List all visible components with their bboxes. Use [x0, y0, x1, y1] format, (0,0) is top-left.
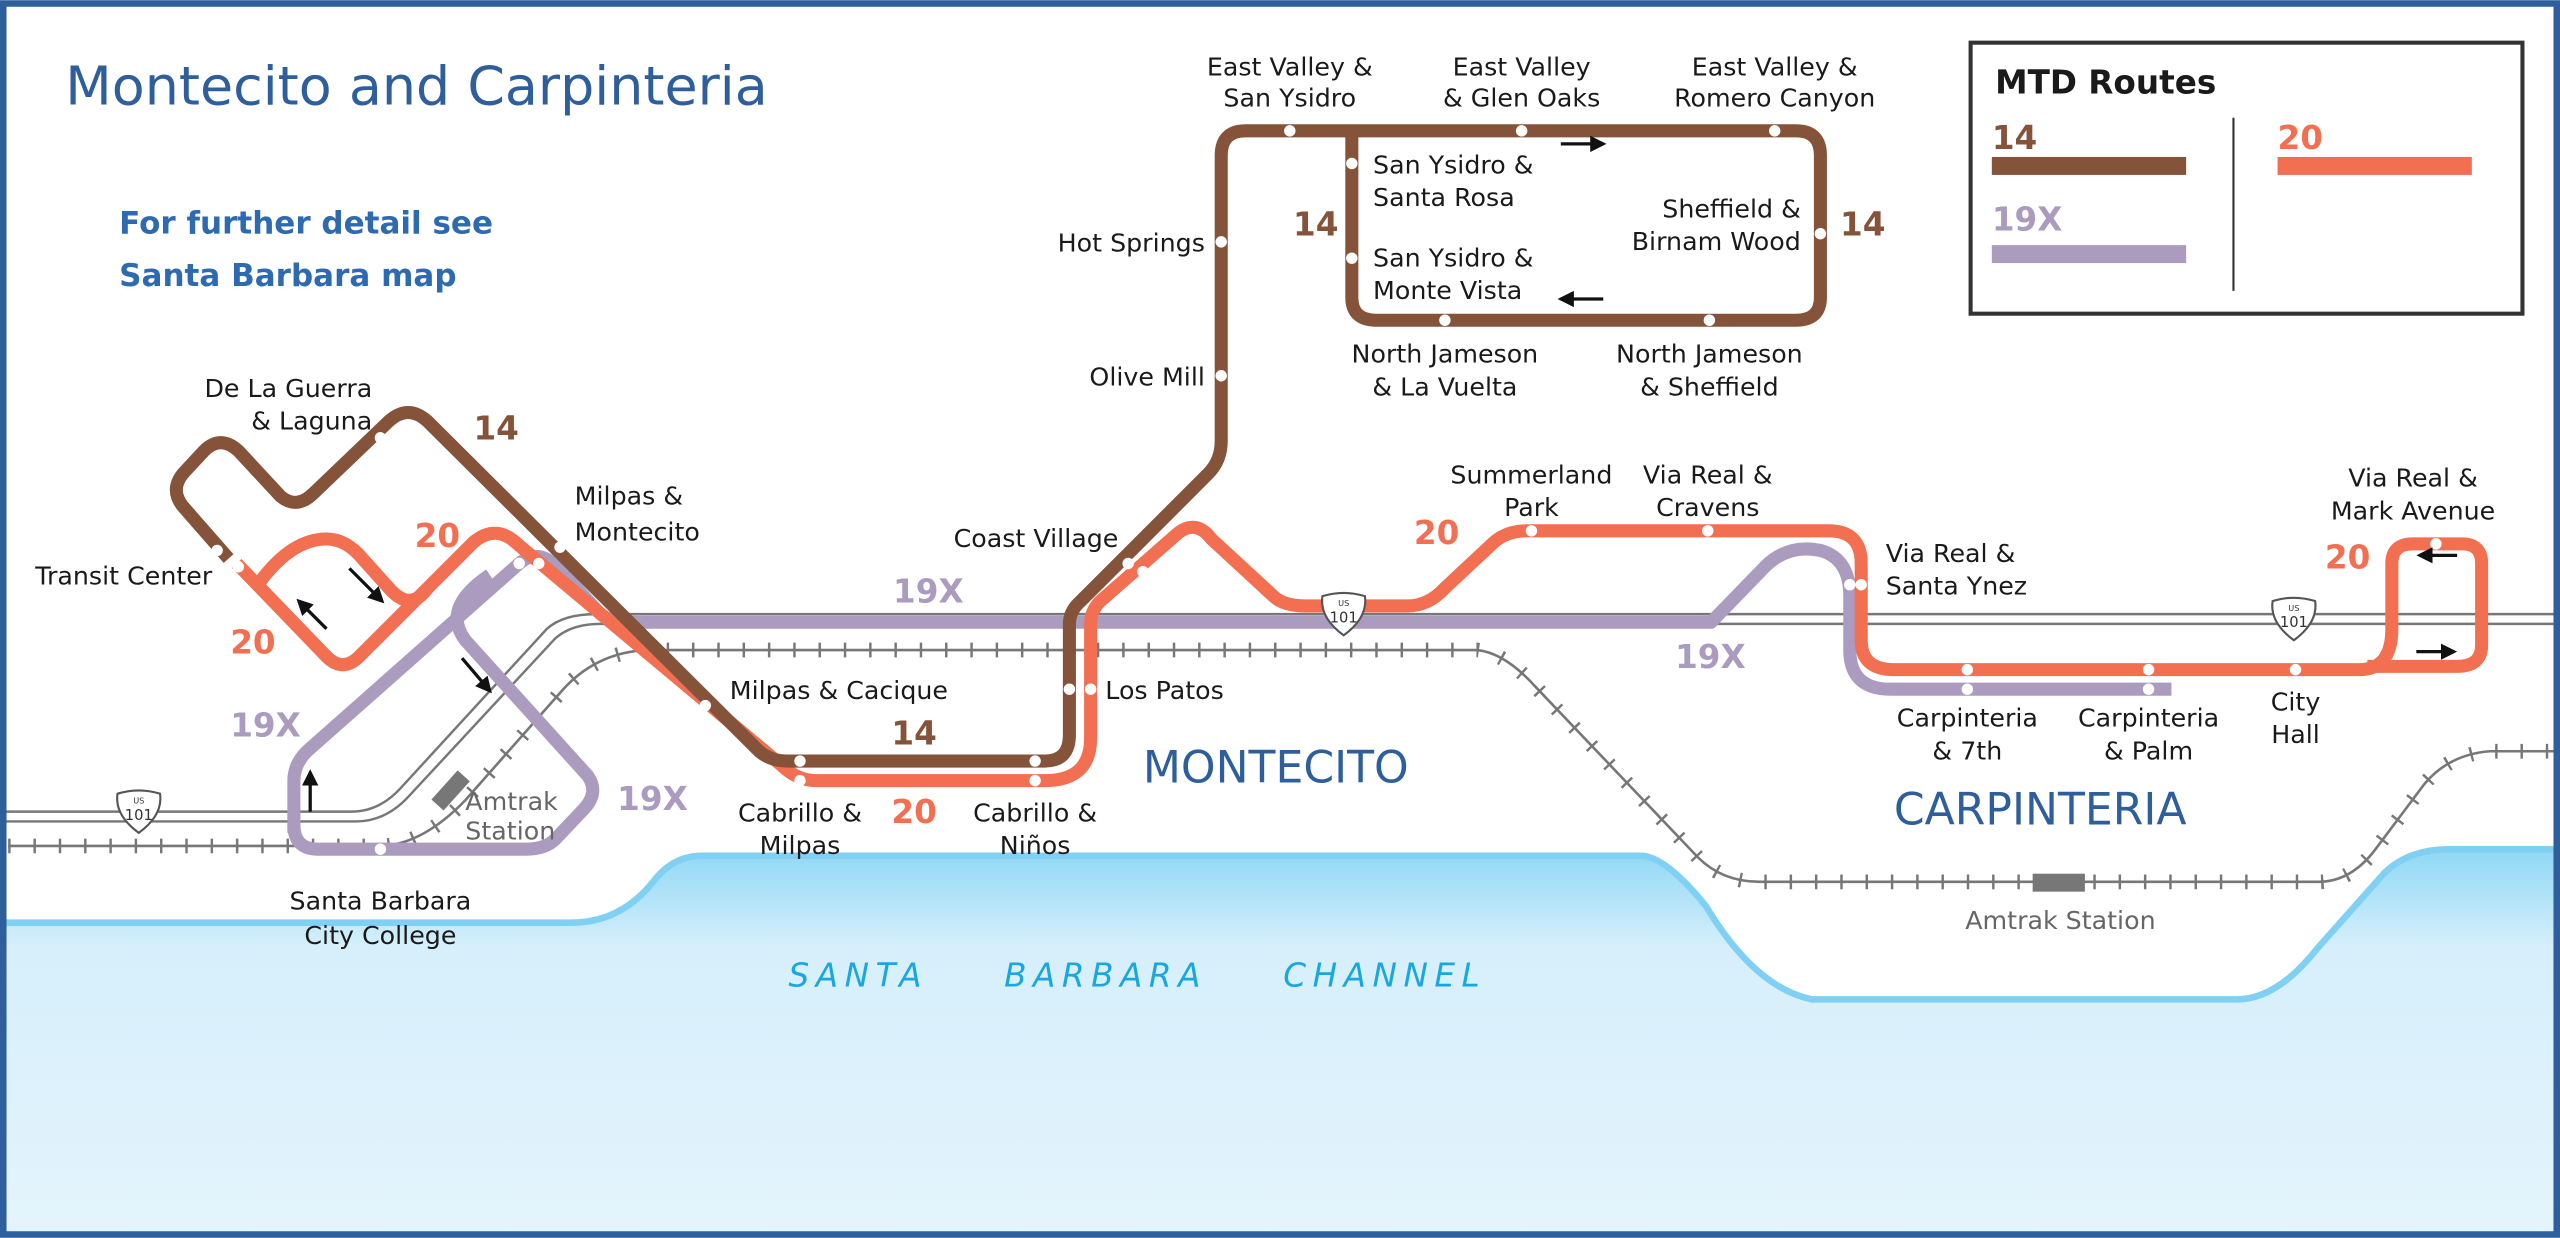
svg-text:14: 14	[891, 715, 936, 753]
svg-text:US: US	[1338, 598, 1349, 608]
route-19x-line	[287, 542, 2172, 856]
route-number-labels: 14 14 14 14 20 20 20 20 20 19X 19X 19X 1…	[230, 205, 2370, 831]
area-label-carpinteria: CARPINTERIA	[1894, 785, 2187, 836]
route-14-line	[169, 124, 1827, 768]
stop-label-hot-springs: Hot Springs	[1058, 229, 1205, 258]
stop-label-carp-7th: Carpinteria& 7th	[1897, 704, 2038, 766]
legend-swatch-19x	[1991, 245, 2187, 264]
stop-label-milpas-cacique: Milpas & Cacique	[730, 676, 948, 705]
amtrak-station-carp-icon	[2032, 873, 2085, 892]
stop-label-de-la-guerra: De La Guerra& Laguna	[204, 374, 372, 436]
stop-label-via-real-santa-ynez: Via Real &Santa Ynez	[1886, 539, 2027, 601]
stop-labels: East Valley &San Ysidro East Valley& Gle…	[34, 52, 2495, 950]
stop-label-los-patos: Los Patos	[1105, 676, 1224, 705]
stop-label-sheffield-birnam: Sheffield &Birnam Wood	[1632, 194, 1801, 256]
stop-label-cabrillo-ninos: Cabrillo &Niños	[973, 798, 1097, 860]
legend-swatch-14	[1991, 156, 2187, 175]
stop-label-east-valley-romero: East Valley &Romero Canyon	[1674, 52, 1875, 112]
stop-label-carp-palm: Carpinteria& Palm	[2078, 704, 2219, 766]
legend-title: MTD Routes	[1995, 63, 2216, 101]
svg-text:101: 101	[1330, 609, 1358, 626]
us-101-shield-icon: US 101	[1321, 591, 1367, 637]
svg-text:101: 101	[125, 807, 153, 824]
us-101-shield-icon: US 101	[2271, 596, 2317, 642]
svg-text:19X: 19X	[230, 707, 301, 745]
stop-label-san-ysidro-santa-rosa: San Ysidro &Santa Rosa	[1373, 150, 1533, 212]
stop-label-jameson-sheffield: North Jameson& Sheffield	[1616, 340, 1803, 402]
stop-label-milpas-montecito: Milpas &Montecito	[575, 482, 700, 547]
stop-label-east-valley-glen-oaks: East Valley& Glen Oaks	[1443, 52, 1600, 112]
svg-text:20: 20	[415, 517, 460, 555]
coastline	[0, 845, 2560, 1003]
legend-label-19x: 19X	[1992, 200, 2063, 238]
stop-label-san-ysidro-monte-vista: San Ysidro &Monte Vista	[1373, 243, 1533, 305]
stop-label-via-real-cravens: Via Real &Cravens	[1643, 460, 1773, 522]
svg-text:20: 20	[891, 793, 936, 831]
legend-swatch-20	[2277, 156, 2472, 175]
svg-text:BARBARA: BARBARA	[1004, 956, 1207, 994]
stop-label-cabrillo-milpas: Cabrillo &Milpas	[738, 798, 862, 860]
stop-label-olive-mill: Olive Mill	[1089, 363, 1204, 392]
stop-label-transit-center: Transit Center	[34, 562, 213, 591]
svg-text:14: 14	[1293, 205, 1338, 243]
svg-text:14: 14	[1840, 205, 1885, 243]
stop-label-east-valley-san-ysidro: East Valley &San Ysidro	[1207, 52, 1373, 112]
svg-text:20: 20	[1414, 514, 1459, 552]
legend-label-14: 14	[1992, 119, 2037, 157]
legend-label-20: 20	[2278, 119, 2323, 157]
stop-label-coast-village: Coast Village	[954, 524, 1119, 553]
svg-text:US: US	[133, 795, 144, 805]
stop-label-via-real-mark: Via Real &Mark Avenue	[2331, 464, 2495, 526]
area-label-montecito: MONTECITO	[1143, 742, 1409, 793]
stop-label-amtrak-carp: Amtrak Station	[1965, 906, 2155, 935]
water-label: SANTA BARBARA CHANNEL	[789, 956, 1486, 994]
amtrak-station-sb-icon	[431, 770, 470, 811]
svg-text:20: 20	[2325, 538, 2370, 576]
legend: MTD Routes 14 19X 20	[1968, 40, 2525, 316]
svg-text:CHANNEL: CHANNEL	[1283, 956, 1486, 994]
detail-note-line2: Santa Barbara map	[119, 258, 456, 294]
direction-arrows	[296, 135, 2458, 812]
svg-text:14: 14	[473, 409, 518, 447]
us-101-shield-icon: US 101	[116, 789, 162, 835]
santa-barbara-channel-water	[0, 849, 2560, 1238]
svg-text:19X: 19X	[893, 573, 964, 611]
arrow-down-right-icon	[348, 567, 385, 604]
arrow-down-right-icon	[460, 657, 492, 694]
svg-text:101: 101	[2280, 614, 2308, 631]
detail-note-line1: For further detail see	[119, 206, 493, 242]
stop-label-jameson-la-vuelta: North Jameson& La Vuelta	[1352, 340, 1539, 402]
svg-text:20: 20	[230, 623, 275, 661]
svg-text:SANTA: SANTA	[789, 956, 928, 994]
arrow-up-left-icon	[296, 598, 328, 630]
stop-dots	[211, 125, 2442, 855]
svg-text:US: US	[2288, 603, 2299, 613]
map-title: Montecito and Carpinteria	[65, 55, 767, 118]
railway	[8, 642, 2560, 890]
us-101-highway	[0, 612, 2560, 823]
svg-text:19X: 19X	[617, 780, 688, 818]
svg-text:19X: 19X	[1675, 638, 1746, 676]
